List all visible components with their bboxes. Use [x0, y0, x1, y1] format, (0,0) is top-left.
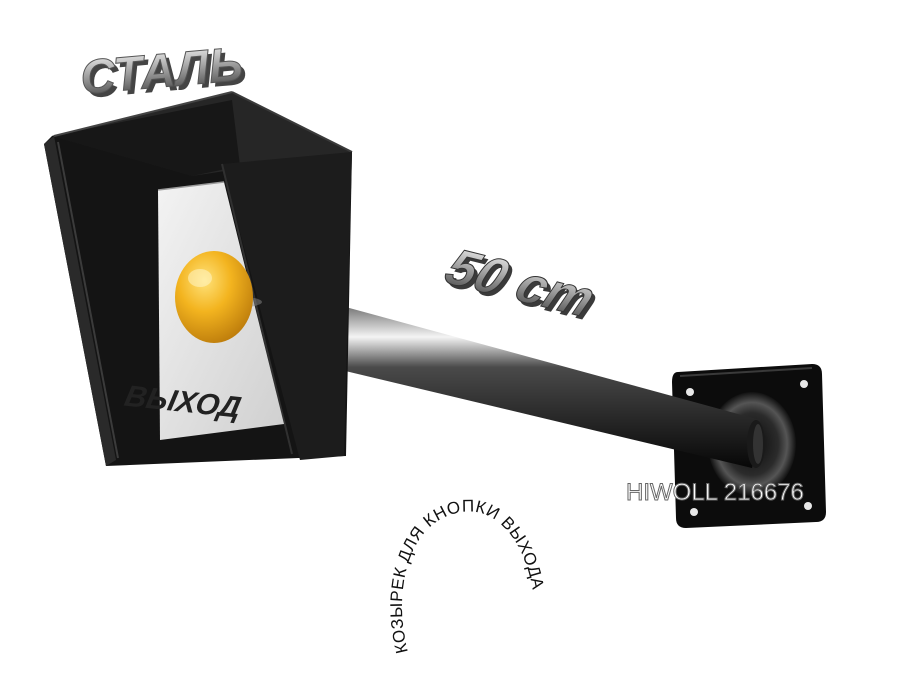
- mount-screw-icon: [686, 380, 812, 516]
- button-icon: [175, 251, 262, 343]
- model-label: HIWOLL 216676: [626, 479, 804, 506]
- length-title: 50 cm 50 cm: [436, 239, 607, 332]
- support-pipe: [316, 300, 765, 468]
- caption-arc: КОЗЫРЕК ДЛЯ КНОПКИ ВЫХОДА: [387, 496, 548, 655]
- caption-text: КОЗЫРЕК ДЛЯ КНОПКИ ВЫХОДА: [387, 496, 547, 655]
